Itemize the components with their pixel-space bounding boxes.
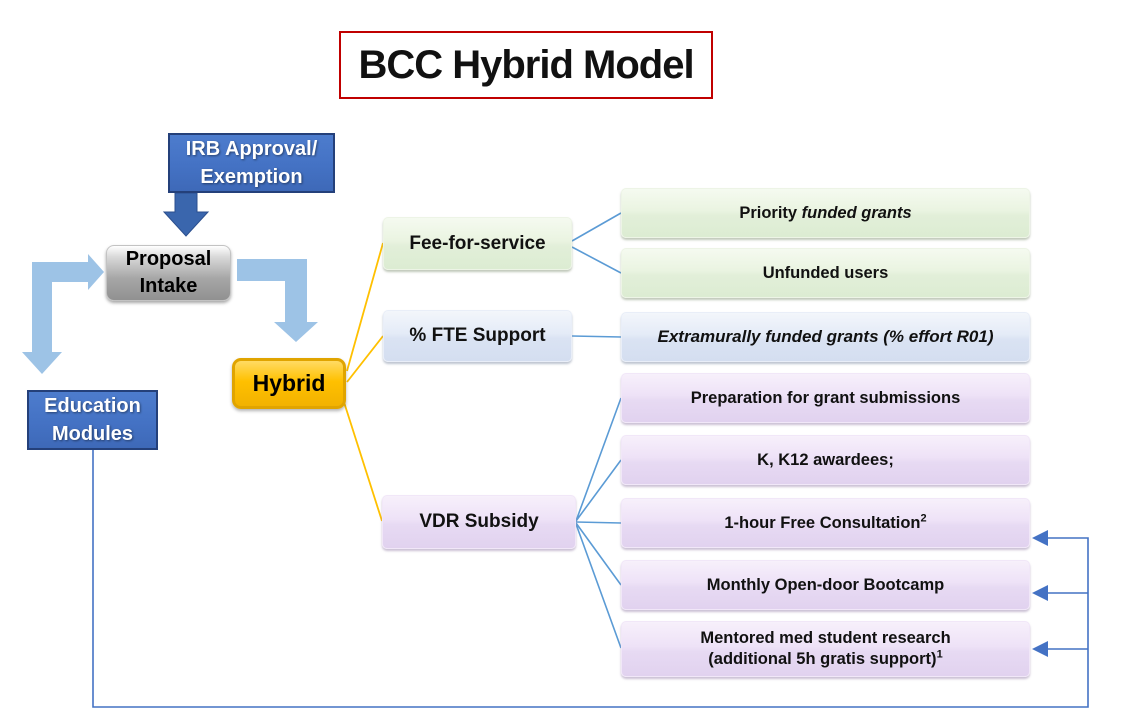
page-title-text: BCC Hybrid Model: [358, 42, 694, 87]
education-modules-box: Education Modules: [27, 390, 158, 450]
fte-support-label: % FTE Support: [409, 325, 546, 346]
mentored-research-line2-wrap: (additional 5h gratis support)1: [708, 649, 942, 670]
fee-for-service-label: Fee-for-service: [409, 232, 546, 254]
k-awardees-label: K, K12 awardees;: [757, 450, 894, 469]
vdr-fan-lines: [575, 397, 622, 649]
hybrid-fan-lines: [342, 242, 384, 522]
proposal-intake-line2: Intake: [139, 275, 198, 297]
free-consultation-box: 1-hour Free Consultation2: [621, 498, 1030, 548]
mentored-research-footnote: 1: [936, 648, 943, 661]
free-consultation-footnote: 2: [920, 512, 927, 524]
mentored-research-line2: (additional 5h gratis support): [708, 650, 937, 668]
free-consultation-text: 1-hour Free Consultation: [724, 513, 921, 532]
extramural-grants-label: Extramurally funded grants (% effort R01…: [657, 327, 994, 346]
irb-approval-box: IRB Approval/ Exemption: [168, 133, 335, 193]
hybrid-label: Hybrid: [252, 370, 326, 396]
education-feedback-line: [92, 450, 1089, 708]
vdr-subsidy-label: VDR Subsidy: [419, 511, 539, 532]
unfunded-users-box: Unfunded users: [621, 248, 1030, 298]
irb-proposal-arrow: [162, 192, 210, 237]
education-modules-line1: Education: [44, 395, 141, 417]
grant-preparation-label: Preparation for grant submissions: [690, 388, 961, 407]
vdr-subsidy-box: VDR Subsidy: [382, 495, 576, 549]
priority-prefix: Priority: [739, 203, 802, 222]
priority-italic: funded grants: [801, 203, 912, 222]
grant-preparation-box: Preparation for grant submissions: [621, 373, 1030, 423]
unfunded-users-label: Unfunded users: [762, 263, 889, 282]
feedback-arrowhead-2: [1032, 585, 1048, 601]
fte-connector: [571, 335, 622, 338]
bootcamp-label: Monthly Open-door Bootcamp: [706, 575, 945, 594]
free-consultation-label: 1-hour Free Consultation2: [724, 512, 927, 533]
feedback-arrowhead-1: [1032, 530, 1048, 546]
k-awardees-box: K, K12 awardees;: [621, 435, 1030, 485]
extramural-grants-box: Extramurally funded grants (% effort R01…: [621, 312, 1030, 362]
hybrid-box: Hybrid: [232, 358, 346, 409]
mentored-research-line1: Mentored med student research: [700, 628, 951, 647]
fee-for-service-box: Fee-for-service: [383, 217, 572, 270]
proposal-hybrid-elbow-arrow: [237, 259, 318, 342]
bootcamp-box: Monthly Open-door Bootcamp: [621, 560, 1030, 610]
proposal-education-double-arrow: [22, 254, 104, 374]
page-title: BCC Hybrid Model: [339, 31, 713, 99]
irb-approval-line2: Exemption: [200, 166, 303, 188]
feedback-arrowhead-3: [1032, 641, 1048, 657]
irb-approval-line1: IRB Approval/: [185, 138, 318, 160]
fee-for-service-connectors: [571, 212, 622, 274]
proposal-intake-line1: Proposal: [125, 248, 212, 270]
education-modules-line2: Modules: [51, 423, 134, 445]
fte-support-box: % FTE Support: [383, 310, 572, 362]
mentored-research-box: Mentored med student research (additiona…: [621, 621, 1030, 677]
priority-funded-grants-box: Priority funded grants: [621, 188, 1030, 238]
proposal-intake-box: Proposal Intake: [106, 245, 231, 301]
priority-funded-grants-label: Priority funded grants: [739, 204, 911, 223]
